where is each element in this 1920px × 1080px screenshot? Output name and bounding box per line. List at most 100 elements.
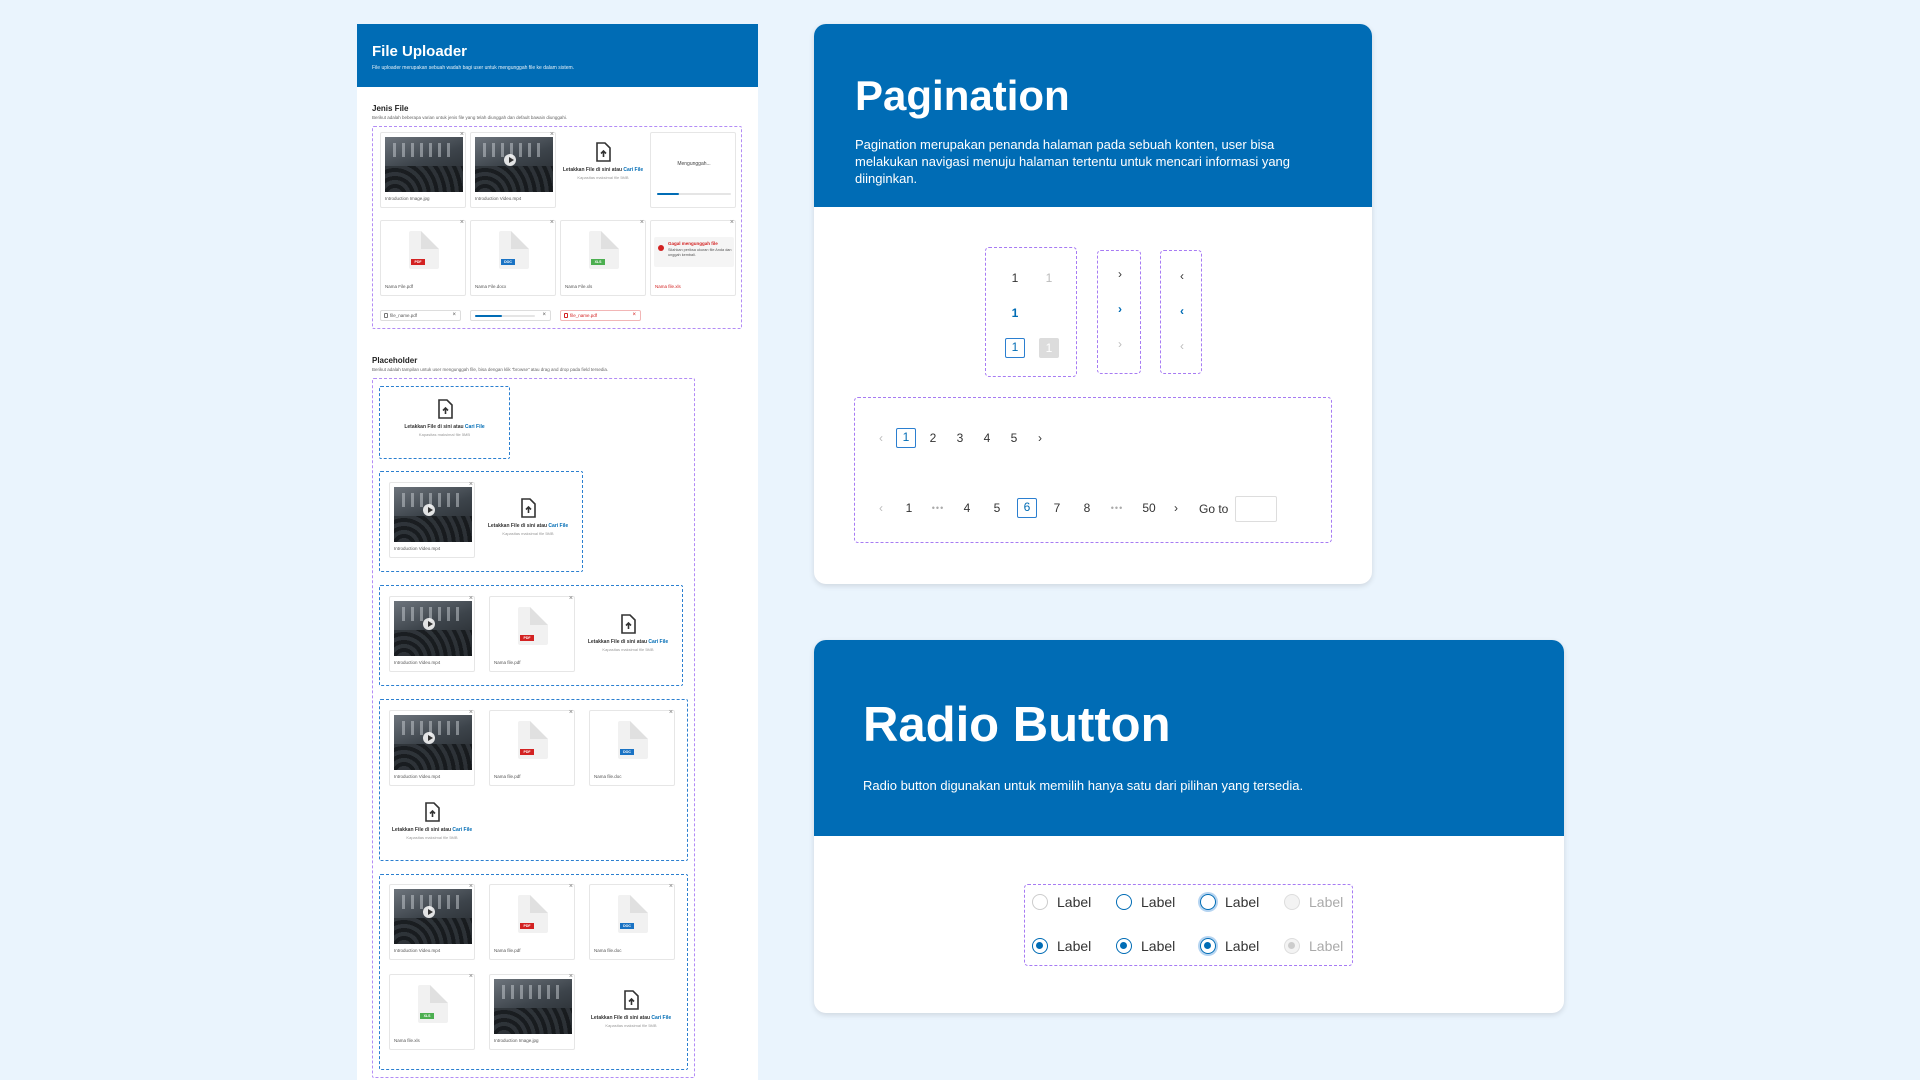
drop-zone[interactable]: Letakkan File di sini atau Cari File Kap… bbox=[583, 614, 673, 652]
radio-selected[interactable]: Label bbox=[1032, 938, 1091, 954]
remove-icon[interactable]: × bbox=[459, 219, 464, 226]
pdf-file-card[interactable]: PDF × Nama file.pdf bbox=[489, 883, 575, 960]
page-number-disabled: 1 bbox=[1045, 271, 1053, 285]
remove-icon[interactable]: × bbox=[568, 973, 573, 980]
ellipsis-icon[interactable]: ••• bbox=[931, 503, 945, 513]
page-button[interactable]: 1 bbox=[896, 428, 916, 448]
chevron-left-icon[interactable]: ‹ bbox=[1180, 269, 1184, 283]
page-button[interactable]: 2 bbox=[929, 431, 937, 445]
page-button[interactable]: 4 bbox=[983, 431, 991, 445]
remove-icon[interactable]: × bbox=[468, 709, 473, 716]
doc-file-card[interactable]: DOC × Nama file.doc bbox=[589, 883, 675, 960]
remove-icon[interactable]: × bbox=[632, 312, 636, 318]
xls-file-card[interactable]: XLS × Nama file.xls bbox=[389, 973, 475, 1050]
dropzone-three-files[interactable] bbox=[379, 699, 688, 861]
page-button[interactable]: 3 bbox=[956, 431, 964, 445]
pdf-file-card[interactable]: PDF × Nama file.pdf bbox=[489, 595, 575, 672]
upload-progress-bar bbox=[657, 193, 731, 195]
remove-icon[interactable]: × bbox=[549, 219, 554, 226]
page-button[interactable]: 50 bbox=[1142, 501, 1156, 515]
remove-icon[interactable]: × bbox=[542, 312, 546, 318]
uploaded-video-card[interactable]: × Introduction Video.mp4 bbox=[389, 595, 475, 672]
chevron-left-icon[interactable]: ‹ bbox=[1180, 304, 1184, 318]
browse-link[interactable]: Cari File bbox=[548, 523, 569, 529]
radio-circle[interactable] bbox=[1200, 938, 1216, 954]
remove-icon[interactable]: × bbox=[468, 481, 473, 488]
uploaded-image-card[interactable]: × Introduction Image.jpg bbox=[380, 131, 466, 208]
remove-icon[interactable]: × bbox=[668, 709, 673, 716]
radio-selected-hover[interactable]: Label bbox=[1116, 938, 1175, 954]
radio-circle[interactable] bbox=[1116, 894, 1132, 910]
page-number-default[interactable]: 1 bbox=[1011, 271, 1019, 285]
ellipsis-icon[interactable]: ••• bbox=[1110, 503, 1124, 513]
uploaded-video-card[interactable]: × Introduction Video.mp4 bbox=[389, 481, 475, 558]
browse-link[interactable]: Cari File bbox=[648, 639, 669, 645]
remove-icon[interactable]: × bbox=[568, 709, 573, 716]
radio-default[interactable]: Label bbox=[1032, 894, 1091, 910]
radio-selected-focus[interactable]: Label bbox=[1200, 938, 1259, 954]
radio-hover[interactable]: Label bbox=[1116, 894, 1175, 910]
pdf-file-card[interactable]: PDF × Nama file.pdf bbox=[489, 709, 575, 786]
uploaded-video-card[interactable]: × Introduction Video.mp4 bbox=[470, 131, 556, 208]
chevron-right-icon[interactable]: › bbox=[1038, 431, 1042, 445]
browse-link[interactable]: Cari File bbox=[651, 1015, 672, 1021]
upload-progress-fill bbox=[657, 193, 680, 195]
chip-progress-fill bbox=[475, 315, 502, 317]
remove-icon[interactable]: × bbox=[452, 312, 456, 318]
page-number-selected-disabled: 1 bbox=[1039, 338, 1059, 358]
remove-icon[interactable]: × bbox=[639, 219, 644, 226]
drop-zone[interactable]: Letakkan File di sini atau Cari File Kap… bbox=[583, 990, 679, 1028]
uploaded-image-card[interactable]: × Introduction Image.jpg bbox=[489, 973, 575, 1050]
goto-page-input[interactable] bbox=[1235, 496, 1277, 522]
page-number-hover[interactable]: 1 bbox=[1011, 306, 1019, 320]
remove-icon[interactable]: × bbox=[468, 883, 473, 890]
dropzone-empty[interactable]: Letakkan File di sini atau Cari File Kap… bbox=[379, 386, 510, 459]
doc-file-card[interactable]: DOC × Nama File.docx bbox=[470, 219, 556, 296]
xls-file-card[interactable]: XLS × Nama File.xls bbox=[560, 219, 646, 296]
drop-zone[interactable]: Letakkan File di sini atau Cari File Kap… bbox=[560, 132, 646, 208]
file-upload-icon bbox=[621, 614, 636, 634]
remove-icon[interactable]: × bbox=[468, 973, 473, 980]
remove-icon[interactable]: × bbox=[459, 131, 464, 138]
doc-file-card[interactable]: DOC × Nama file.doc bbox=[589, 709, 675, 786]
remove-icon[interactable]: × bbox=[468, 595, 473, 602]
page-button-current[interactable]: 6 bbox=[1017, 498, 1037, 518]
browse-link[interactable]: Cari File bbox=[452, 827, 473, 833]
chevron-right-icon[interactable]: › bbox=[1118, 302, 1122, 316]
radio-circle[interactable] bbox=[1032, 938, 1048, 954]
dropzone-one-file[interactable] bbox=[379, 471, 583, 572]
page-button[interactable]: 5 bbox=[1010, 431, 1018, 445]
drop-zone[interactable]: Letakkan File di sini atau Cari File Kap… bbox=[483, 498, 573, 536]
page-button[interactable]: 4 bbox=[963, 501, 971, 515]
remove-icon[interactable]: × bbox=[549, 131, 554, 138]
remove-icon[interactable]: × bbox=[668, 883, 673, 890]
uploaded-video-card[interactable]: × Introduction Video.mp4 bbox=[389, 709, 475, 786]
remove-icon[interactable]: × bbox=[729, 219, 734, 226]
chevron-right-icon[interactable]: › bbox=[1118, 267, 1122, 281]
radio-circle[interactable] bbox=[1116, 938, 1132, 954]
radio-circle[interactable] bbox=[1032, 894, 1048, 910]
dropzone-five-files[interactable] bbox=[379, 874, 688, 1070]
error-chip[interactable]: file_name.pdf × bbox=[560, 310, 641, 321]
uploaded-video-card[interactable]: × Introduction Video.mp4 bbox=[389, 883, 475, 960]
file-chip[interactable]: file_name.pdf × bbox=[380, 310, 461, 321]
page-button[interactable]: 1 bbox=[905, 501, 913, 515]
page-button[interactable]: 8 bbox=[1083, 501, 1091, 515]
chevron-left-icon[interactable]: ‹ bbox=[879, 501, 883, 515]
error-desc: Silahkan periksa ukuran file Anda dan un… bbox=[668, 248, 732, 257]
radio-focus[interactable]: Label bbox=[1200, 894, 1259, 910]
chevron-right-icon[interactable]: › bbox=[1174, 501, 1178, 515]
drop-zone[interactable]: Letakkan File di sini atau Cari File Kap… bbox=[389, 802, 475, 840]
error-file-card[interactable]: Gagal mengunggah file Silahkan periksa u… bbox=[650, 219, 736, 296]
browse-link[interactable]: Cari File bbox=[623, 167, 644, 173]
browse-link[interactable]: Cari File bbox=[464, 424, 485, 430]
page-button[interactable]: 5 bbox=[993, 501, 1001, 515]
page-number-selected[interactable]: 1 bbox=[1005, 338, 1025, 358]
pdf-file-card[interactable]: PDF × Nama File.pdf bbox=[380, 219, 466, 296]
radio-circle[interactable] bbox=[1200, 894, 1216, 910]
remove-icon[interactable]: × bbox=[568, 595, 573, 602]
video-thumbnail bbox=[394, 601, 472, 656]
page-button[interactable]: 7 bbox=[1053, 501, 1061, 515]
dropzone-two-files[interactable] bbox=[379, 585, 683, 686]
remove-icon[interactable]: × bbox=[568, 883, 573, 890]
